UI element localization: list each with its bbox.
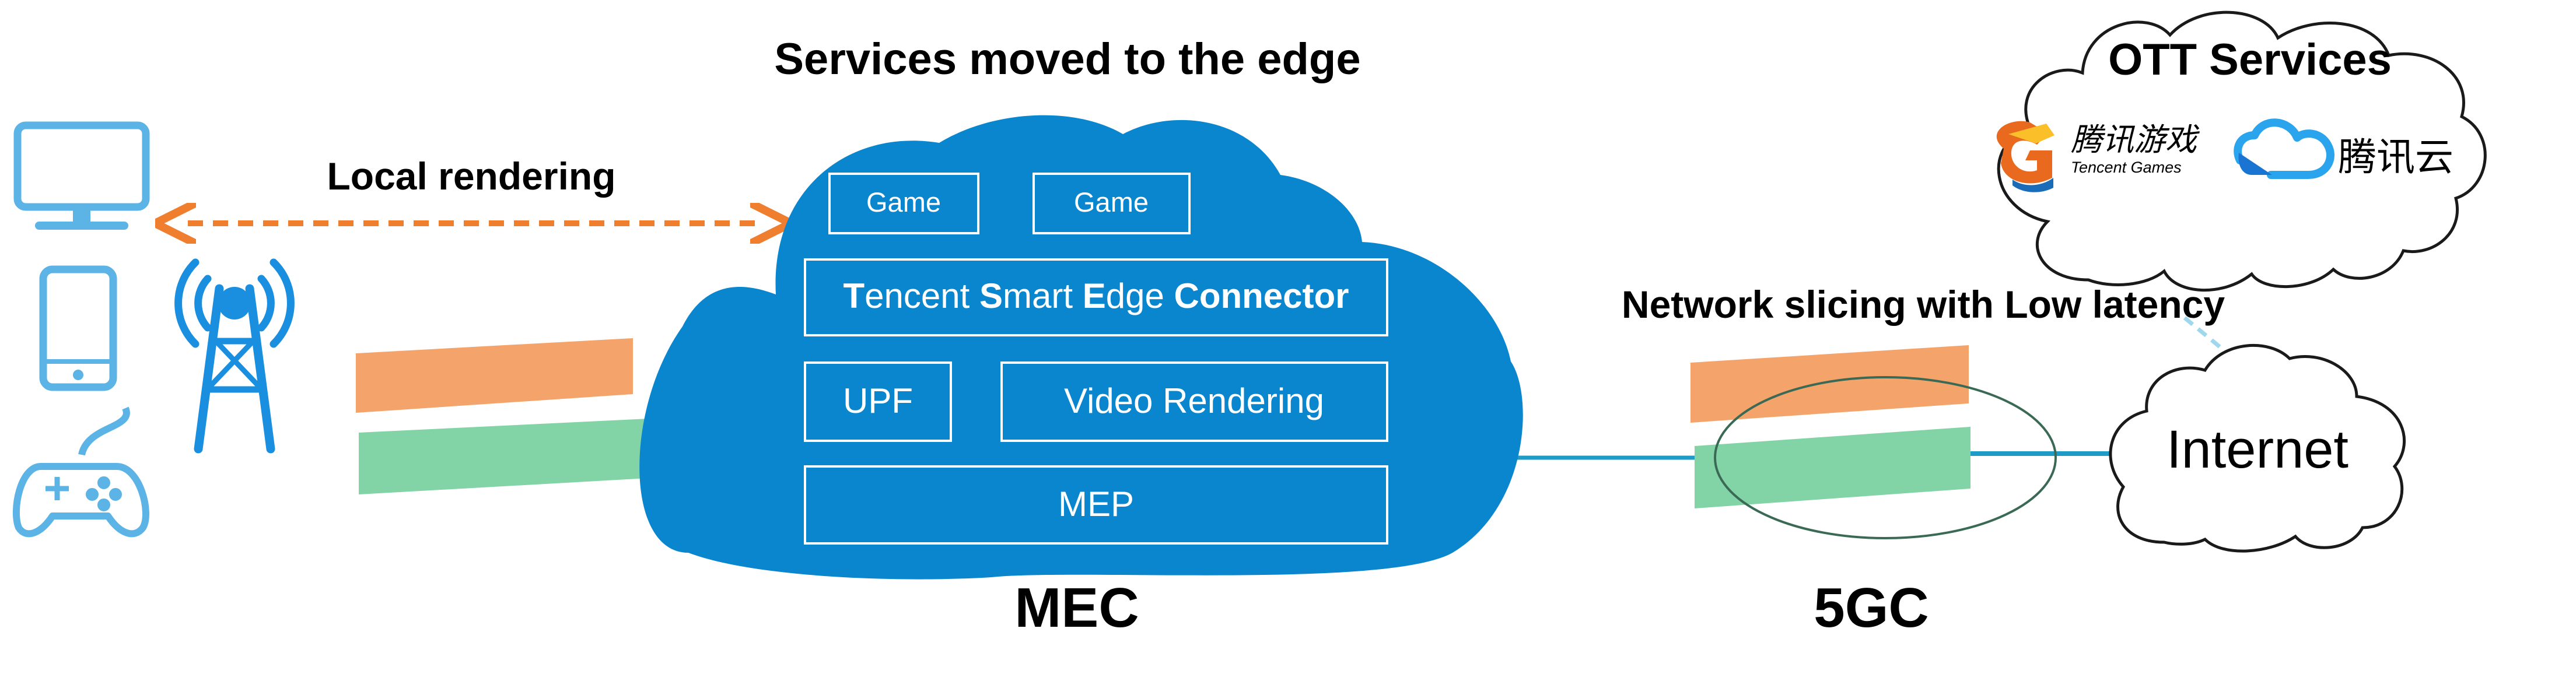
smart-edge-connector-box: Tencent Smart Edge Connector: [804, 258, 1388, 336]
tencent-cloud-logo: 腾讯云: [2234, 118, 2454, 179]
ott-services-label: OTT Services: [2108, 35, 2392, 85]
tencent-games-logo: 腾讯游戏 Tencent Games: [1996, 121, 2200, 192]
mep-box: MEP: [804, 465, 1388, 545]
slicing-ellipse: [1714, 376, 2057, 539]
connector-rest-1: encent: [864, 276, 979, 315]
diagram-title: Services moved to the edge: [774, 34, 1360, 84]
network-slicing-label: Network slicing with Low latency: [1622, 283, 2225, 326]
connector-cap-4: Connector: [1174, 276, 1349, 315]
core-slices: [1690, 345, 2057, 539]
game-box-1: Game: [828, 173, 979, 234]
mec-label: MEC: [1014, 577, 1139, 639]
upf-box: UPF: [804, 361, 952, 442]
antenna-icon: [174, 258, 295, 454]
tablet-icon: [39, 265, 117, 391]
game-box-2-label: Game: [1074, 187, 1149, 217]
gamepad-icon: [12, 406, 149, 538]
slice-orange-core: [1690, 345, 1969, 423]
upf-label: UPF: [843, 381, 913, 420]
game-box-2: Game: [1032, 173, 1191, 234]
video-rendering-label: Video Rendering: [1064, 381, 1324, 420]
connector-cap-2: S: [979, 276, 1003, 315]
slice-green-left: [359, 419, 649, 494]
mep-label: MEP: [1058, 485, 1134, 524]
tencent-cloud-cn: 腾讯云: [2338, 135, 2454, 178]
mec-cloud: [639, 115, 1523, 580]
ott-services-cloud: OTT Services 腾讯游戏 Tencent Games 腾讯云: [1996, 10, 2487, 292]
slice-green-core: [1695, 427, 1971, 508]
connector-cap-1: T: [844, 276, 865, 315]
monitor-icon: [13, 121, 150, 230]
game-box-1-label: Game: [866, 187, 941, 217]
internet-cloud: Internet: [2109, 343, 2406, 553]
connector-cap-3: E: [1083, 276, 1106, 315]
video-rendering-box: Video Rendering: [1000, 361, 1388, 442]
connector-rest-2: mart: [1003, 276, 1083, 315]
local-rendering-label: Local rendering: [327, 155, 615, 198]
core-label: 5GC: [1814, 577, 1929, 639]
smart-edge-connector-label: Tencent Smart Edge Connector: [844, 276, 1349, 315]
tencent-games-cn: 腾讯游戏: [2071, 122, 2200, 157]
internet-label: Internet: [2166, 420, 2348, 479]
connector-rest-3: dge: [1106, 276, 1174, 315]
slice-orange-left: [356, 338, 633, 413]
tencent-games-en: Tencent Games: [2071, 159, 2182, 176]
